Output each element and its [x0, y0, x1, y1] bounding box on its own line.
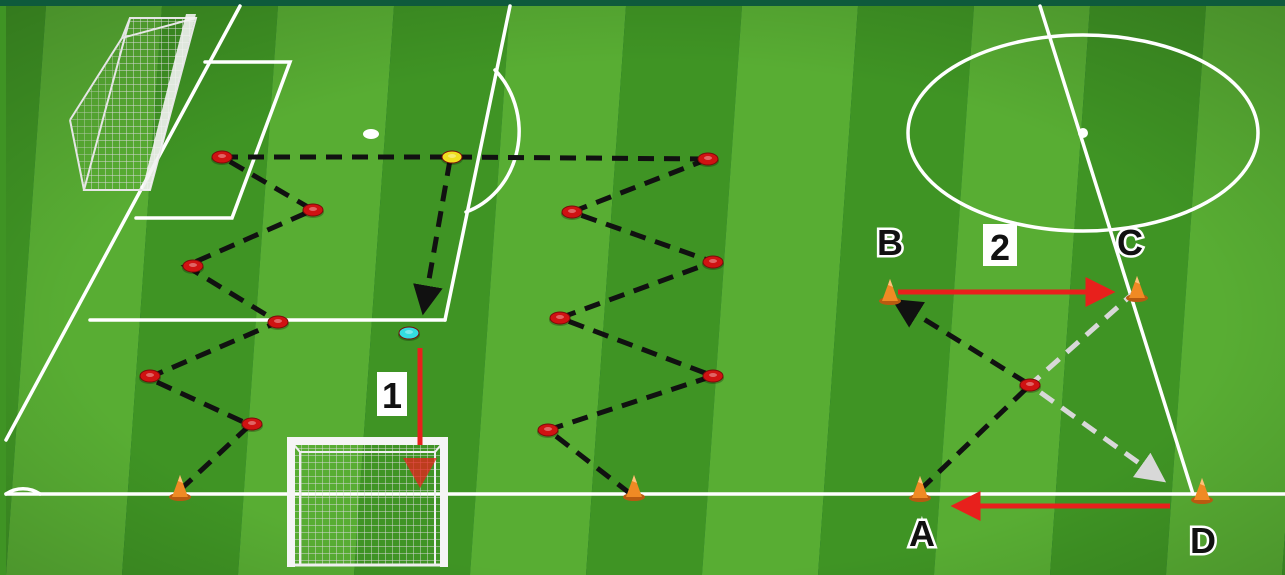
penalty-spot [363, 129, 379, 139]
marker-highlight [709, 373, 717, 377]
marker-highlight [704, 156, 712, 160]
label-1-box: 1 [377, 372, 407, 416]
cone-label-c: C [1117, 222, 1143, 263]
red-disc-marker-icon [267, 316, 289, 330]
centre-spot [1078, 128, 1088, 138]
marker-highlight [556, 315, 564, 319]
label-2-box: 2 [983, 224, 1017, 268]
marker-highlight [709, 259, 717, 263]
marker-highlight [274, 319, 282, 323]
cone-label-b: B [877, 222, 903, 263]
marker-highlight [309, 207, 317, 211]
red-disc-marker-icon [537, 424, 559, 438]
marker-highlight [189, 263, 197, 267]
red-disc-marker-icon [182, 260, 204, 274]
yellow-disc-marker-icon [441, 151, 463, 165]
red-disc-marker-icon [302, 204, 324, 218]
marker-highlight [1026, 382, 1034, 386]
red-disc-marker-icon [211, 151, 233, 165]
small-goal-icon [287, 437, 448, 567]
red-disc-marker-icon [697, 153, 719, 167]
marker-highlight [405, 330, 413, 334]
cyan-disc-marker-icon [398, 327, 420, 341]
red-disc-marker-icon [561, 206, 583, 220]
station-2-label: 2 [990, 227, 1010, 268]
red-disc-marker-icon [241, 418, 263, 432]
marker-highlight [568, 209, 576, 213]
marker-highlight [448, 154, 456, 158]
red-disc-marker-icon [139, 370, 161, 384]
red-disc-marker-icon [549, 312, 571, 326]
red-disc-marker-icon [702, 370, 724, 384]
cone-label-a: A [909, 513, 935, 554]
red-disc-marker-icon [702, 256, 724, 270]
marker-highlight [146, 373, 154, 377]
red-disc-marker-icon [1019, 379, 1041, 393]
cone-label-d: D [1190, 520, 1216, 561]
marker-highlight [218, 154, 226, 158]
station-1-label: 1 [382, 375, 402, 416]
marker-highlight [248, 421, 256, 425]
marker-highlight [544, 427, 552, 431]
